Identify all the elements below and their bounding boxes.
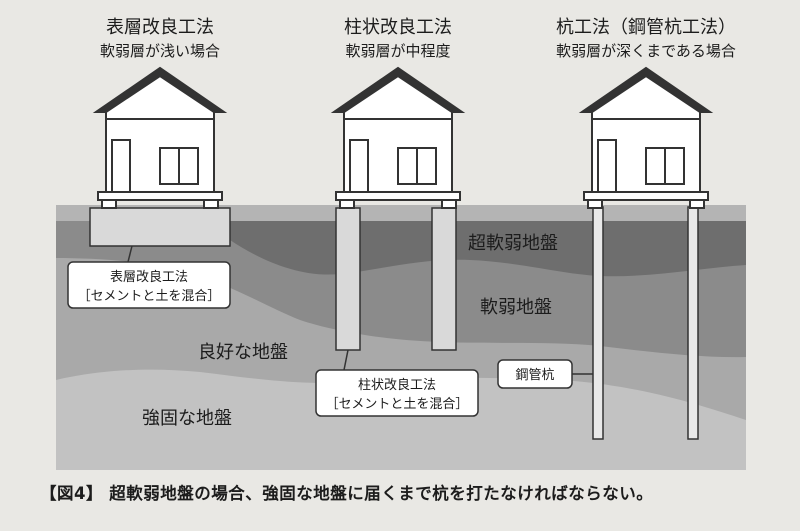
steel-pile-right [687, 206, 699, 440]
method-2-title: 柱状改良工法 [344, 17, 452, 38]
column-callout-line1: 柱状改良工法 [358, 377, 436, 393]
house-3 [578, 66, 714, 209]
soft-ground-label: 軟弱地盤 [480, 297, 552, 318]
method-3-title: 杭工法（鋼管杭工法） [556, 17, 736, 38]
soil-cement-column-right [431, 207, 457, 351]
steel-pile-callout [497, 359, 573, 389]
surface-callout-line2: ［セメントと土を混合］ [78, 289, 221, 304]
steel-pile-callout-label: 鋼管杭 [515, 368, 554, 383]
soil-cement-column-left [335, 207, 361, 351]
firm-ground-label: 強固な地盤 [142, 408, 232, 429]
super-soft-ground-label: 超軟弱地盤 [468, 233, 558, 254]
figure-caption: 【図4】 超軟弱地盤の場合、強固な地盤に届くまで杭を打たなければならない。 [40, 484, 654, 503]
method-1-subtitle: 軟弱層が浅い場合 [100, 42, 220, 60]
surface-improvement-block [89, 207, 231, 247]
method-2-subtitle: 軟弱層が中程度 [345, 42, 450, 60]
method-3-subtitle: 軟弱層が深くまである場合 [556, 42, 736, 60]
column-method-callout [315, 369, 479, 417]
surface-method-callout [67, 261, 231, 309]
column-callout-line2: ［セメントと土を混合］ [326, 397, 469, 412]
steel-pile-left [592, 206, 604, 440]
house-2 [330, 66, 466, 209]
good-ground-label: 良好な地盤 [198, 342, 288, 363]
house-1 [92, 66, 228, 209]
surface-callout-line1: 表層改良工法 [110, 269, 188, 285]
method-1-title: 表層改良工法 [106, 17, 214, 38]
